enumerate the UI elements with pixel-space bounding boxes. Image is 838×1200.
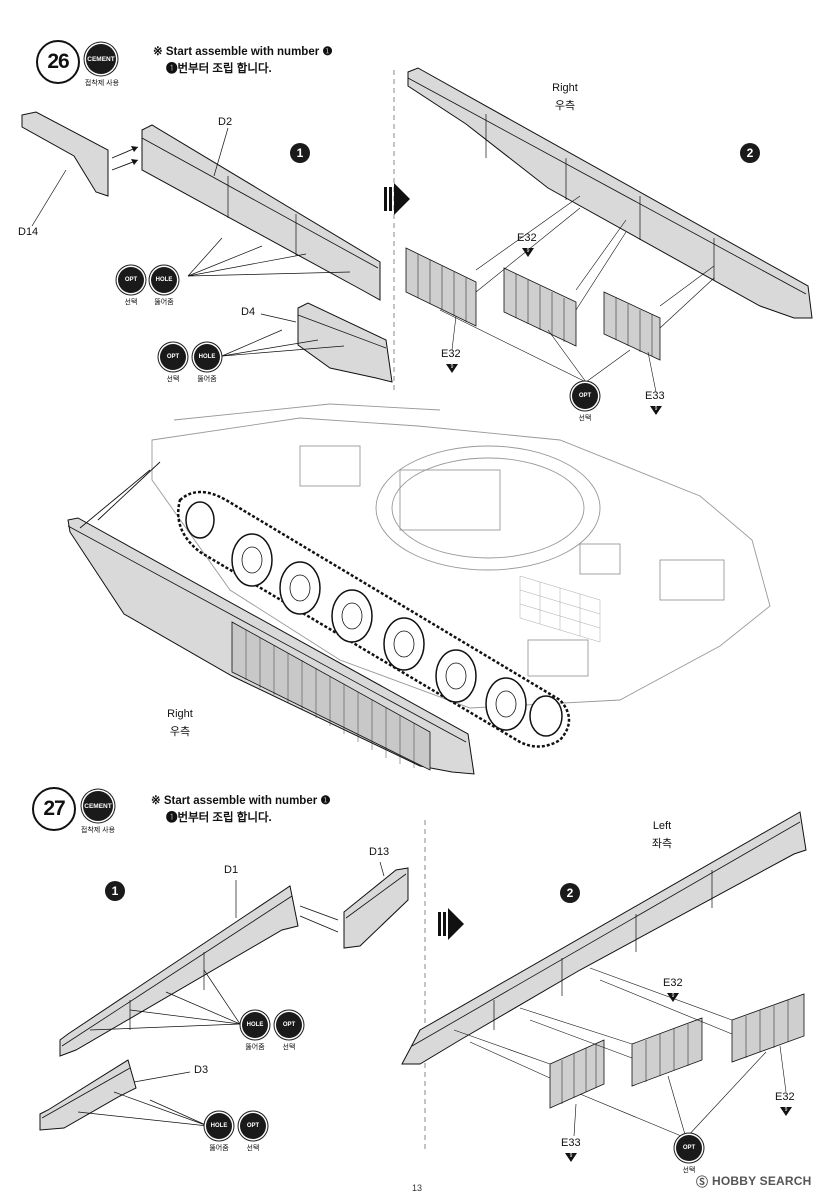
opt-caption-26a: 선택	[124, 299, 138, 306]
left-label-27: Left	[652, 820, 672, 832]
part-label-e32-left-26: E32	[441, 348, 461, 360]
step-27-number: 27	[32, 787, 76, 831]
opt-badge-27b: OPT	[240, 1113, 266, 1139]
opt-badge-27c: OPT	[676, 1135, 702, 1161]
instruction-ko-26: ❶번부터 조립 합니다.	[166, 63, 272, 75]
part-label-d4: D4	[241, 306, 256, 318]
part-label-e32-top-27: E32	[663, 977, 683, 989]
e32-left-runner-marker-26: 9	[446, 364, 458, 373]
e32-top-runner-marker-26: 9	[522, 248, 534, 257]
right-label-26-top: Right	[552, 82, 578, 94]
hole-badge-27b: HOLE	[206, 1113, 232, 1139]
part-label-e32-right-27: E32	[775, 1091, 795, 1103]
right-label-26-bottom-ko: 우측	[169, 726, 191, 738]
e32-right-runner-marker-27: 9	[780, 1107, 792, 1116]
page-number: 13	[412, 1183, 423, 1193]
opt-badge-26c: OPT	[572, 383, 598, 409]
hole-badge-26a: HOLE	[151, 267, 177, 293]
watermark-symbol: Ⓢ	[696, 1175, 709, 1189]
right-label-26-top-ko: 우측	[554, 100, 576, 112]
hole-badge-27a: HOLE	[242, 1012, 268, 1038]
e33-runner-marker-26: 9	[650, 406, 662, 415]
instruction-ko-27: ❶번부터 조립 합니다.	[166, 812, 272, 824]
right-label-26-bottom: Right	[167, 708, 193, 720]
part-label-d13: D13	[369, 846, 390, 858]
substep-1-marker-26: 1	[290, 143, 310, 163]
part-label-d1: D1	[224, 864, 239, 876]
opt-caption-26c: 선택	[578, 415, 592, 422]
part-label-d14: D14	[18, 226, 39, 238]
cement-caption-27: 접착제 사용	[80, 827, 116, 834]
instruction-en-26: ※ Start assemble with number ❶	[153, 46, 333, 58]
e33-runner-marker-27: 9	[565, 1153, 577, 1162]
substep-1-marker-27: 1	[105, 881, 125, 901]
part-label-d2-26: D2	[218, 116, 233, 128]
opt-caption-26b: 선택	[166, 376, 180, 383]
hole-caption-27a: 뚫어줌	[245, 1044, 265, 1051]
opt-caption-27c: 선택	[682, 1167, 696, 1174]
e32-top-runner-marker-27: 9	[667, 993, 679, 1002]
hole-badge-26b: HOLE	[194, 344, 220, 370]
opt-badge-26b: OPT	[160, 344, 186, 370]
hole-caption-27b: 뚫어줌	[209, 1145, 229, 1152]
instruction-en-27: ※ Start assemble with number ❶	[151, 795, 331, 807]
cement-caption-26: 접착제 사용	[84, 80, 120, 87]
left-label-27-ko: 좌측	[651, 838, 673, 850]
substep-2-marker-27: 2	[560, 883, 580, 903]
watermark-text: HOBBY SEARCH	[712, 1174, 812, 1188]
part-label-e33-27: E33	[561, 1137, 581, 1149]
hole-caption-26a: 뚫어줌	[154, 299, 174, 306]
part-label-d3: D3	[194, 1064, 209, 1076]
opt-badge-27a: OPT	[276, 1012, 302, 1038]
opt-caption-27b: 선택	[246, 1145, 260, 1152]
step-26-number: 26	[36, 40, 80, 84]
cement-badge-26: CEMENT	[86, 44, 116, 74]
cement-badge-27: CEMENT	[83, 791, 113, 821]
part-label-e32-top-26: E32	[517, 232, 537, 244]
opt-caption-27a: 선택	[282, 1044, 296, 1051]
hole-caption-26b: 뚫어줌	[197, 376, 217, 383]
substep-2-marker-26: 2	[740, 143, 760, 163]
part-label-e33-26: E33	[645, 390, 665, 402]
opt-badge-26a: OPT	[118, 267, 144, 293]
